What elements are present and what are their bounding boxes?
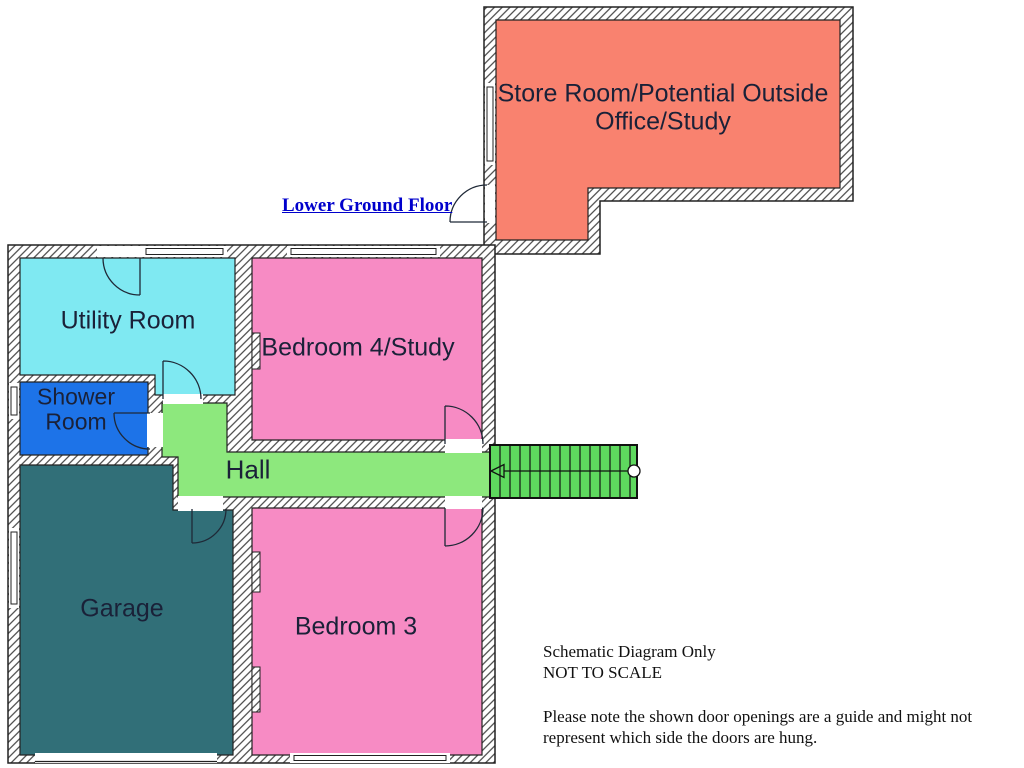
schematic-note: Schematic Diagram Only NOT TO SCALE (543, 641, 716, 683)
wall-pier-bedroom4 (251, 332, 261, 370)
schematic-note-line2: NOT TO SCALE (543, 663, 663, 682)
door-openings-note-line1: Please note the shown door openings are … (543, 707, 973, 726)
window-shower-left (9, 383, 19, 419)
room-garage (19, 464, 234, 756)
room-label-hall: Hall (225, 454, 271, 485)
door-arc-utility-entrance (102, 257, 141, 296)
door-opening-utility-entrance (97, 246, 142, 257)
door-arc-garage-hall (191, 508, 227, 544)
room-label-store: Store Room/Potential Outside Office/Stud… (497, 79, 829, 136)
window-garage-left (9, 528, 19, 608)
floor-title-link[interactable]: Lower Ground Floor (282, 195, 453, 216)
window-bedroom3-bottom (290, 753, 450, 763)
door-openings-note-line2: represent which side the doors are hung. (543, 728, 818, 747)
wall-pier-bedroom3-upper (251, 551, 261, 593)
garage-vehicle-door (35, 753, 217, 763)
window-utility-top (142, 246, 227, 257)
door-arc-store (449, 184, 488, 223)
room-shower (19, 381, 149, 456)
room-label-shower-line1: Shower (37, 383, 115, 410)
room-label-shower: Shower Room (37, 383, 115, 436)
door-arc-bedroom3 (444, 507, 484, 547)
room-label-bedroom3: Bedroom 3 (294, 612, 418, 641)
room-label-store-line1: Store Room/Potential Outside (497, 79, 829, 108)
window-bedroom4-top (287, 246, 440, 257)
door-opening-utility-hall (163, 394, 203, 404)
door-arc-bedroom4 (444, 405, 484, 445)
door-opening-store (485, 185, 495, 223)
schematic-note-line1: Schematic Diagram Only (543, 642, 716, 661)
door-opening-shower (147, 413, 163, 447)
door-arc-utility-hall (162, 360, 202, 400)
room-label-store-line2: Office/Study (595, 107, 731, 135)
room-utility (19, 257, 236, 396)
wall-pier-bedroom3-lower (251, 666, 261, 713)
door-openings-note: Please note the shown door openings are … (543, 706, 972, 748)
room-store (495, 19, 841, 241)
room-label-shower-line2: Room (45, 409, 107, 435)
staircase-newel-circle (627, 464, 641, 478)
door-opening-garage-hall (178, 496, 223, 511)
door-opening-bedroom4 (445, 439, 482, 453)
window-store-left (485, 83, 495, 165)
room-label-bedroom4: Bedroom 4/Study (261, 333, 455, 362)
room-label-utility: Utility Room (60, 306, 196, 335)
room-label-garage: Garage (80, 594, 164, 623)
door-opening-bedroom3 (445, 496, 482, 509)
door-arc-shower (113, 412, 151, 450)
staircase-direction-arrow (489, 463, 505, 479)
staircase (489, 444, 641, 499)
